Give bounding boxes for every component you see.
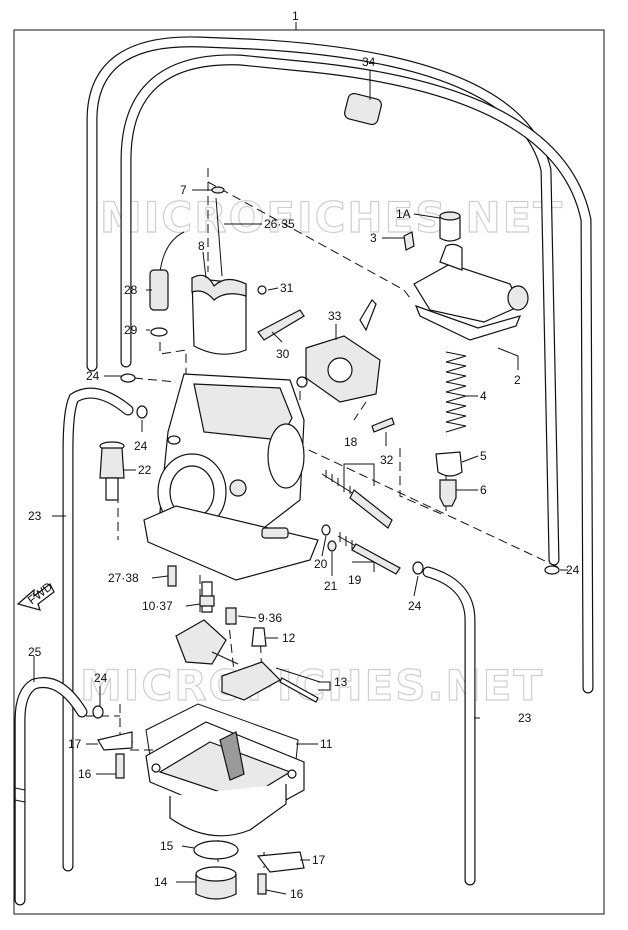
- callout-22: 22: [138, 463, 152, 477]
- callout-28: 28: [124, 283, 138, 297]
- callout-24-lower: 24: [94, 671, 108, 685]
- callout-labels: 1 34 7 26·35 8 28 29 31 30 33 1A 3 2 4 5…: [28, 9, 580, 901]
- fwd-direction-arrow: FWD: [16, 579, 55, 611]
- callout-7: 7: [180, 183, 187, 197]
- watermark-top: MICROFICHES.NET: [100, 193, 564, 242]
- callout-31: 31: [280, 281, 294, 295]
- callout-29: 29: [124, 323, 138, 337]
- callout-23-right: 23: [518, 711, 532, 725]
- callout-3: 3: [370, 231, 377, 245]
- throttle-stop-33: [296, 299, 381, 403]
- clips-24: [92, 373, 560, 719]
- callout-20: 20: [314, 557, 328, 571]
- callout-17-left: 17: [68, 737, 82, 751]
- callout-30: 30: [276, 347, 290, 361]
- callout-6: 6: [480, 483, 487, 497]
- callout-26-35: 26·35: [264, 217, 295, 231]
- callout-16-left: 16: [78, 767, 92, 781]
- callout-11: 11: [320, 737, 333, 751]
- vent-tube-23: [62, 387, 476, 886]
- callout-8: 8: [198, 239, 205, 253]
- callout-34: 34: [362, 55, 376, 69]
- callout-9-36: 9·36: [258, 611, 282, 625]
- callout-23-left: 23: [28, 509, 42, 523]
- callout-1a: 1A: [396, 207, 411, 221]
- callout-14: 14: [154, 875, 168, 889]
- jet-6: [439, 479, 457, 507]
- overflow-tube-25: [14, 677, 88, 906]
- callout-10-37: 10·37: [142, 599, 173, 613]
- needle-jet-5: [435, 451, 463, 477]
- throttle-spring-4: [445, 351, 467, 433]
- callout-13: 13: [334, 675, 348, 689]
- callout-24-right-mid: 24: [408, 599, 422, 613]
- lever-30-screw-31: [257, 285, 305, 341]
- callout-27-38: 27·38: [108, 571, 139, 585]
- callout-24-left-top: 24: [86, 369, 100, 383]
- callout-5: 5: [480, 449, 487, 463]
- callout-25: 25: [28, 645, 42, 659]
- throttle-valve-8: [191, 274, 247, 355]
- callout-33: 33: [328, 309, 342, 323]
- main-jets-10-27: [167, 565, 267, 647]
- bracket-17-screw-16: [97, 731, 305, 895]
- callout-17-right: 17: [312, 853, 326, 867]
- leader-lines: [33, 70, 568, 895]
- callout-1: 1: [292, 9, 299, 23]
- callout-18: 18: [344, 435, 358, 449]
- callout-32: 32: [380, 453, 394, 467]
- float-chamber-gasket-11: [145, 703, 305, 837]
- starter-plunger-28: [149, 231, 185, 337]
- diagram-frame: [13, 22, 605, 915]
- carburetor-body-1: [143, 373, 319, 581]
- callout-2: 2: [514, 373, 521, 387]
- callout-15: 15: [160, 839, 174, 853]
- drain-plug-14-oring-15: [193, 840, 239, 900]
- callout-24-right: 24: [566, 563, 580, 577]
- callout-4: 4: [480, 389, 487, 403]
- mixture-screws-18-19: [321, 417, 401, 575]
- callout-16-right: 16: [290, 887, 304, 901]
- callout-21: 21: [324, 579, 338, 593]
- callout-12: 12: [282, 631, 296, 645]
- callout-19: 19: [348, 573, 362, 587]
- throttle-cable-34: [86, 36, 594, 694]
- callout-24-left-mid: 24: [134, 439, 148, 453]
- top-cover-assembly-2: [403, 211, 529, 341]
- starter-jet-22: [99, 441, 125, 501]
- float-13: [175, 619, 319, 703]
